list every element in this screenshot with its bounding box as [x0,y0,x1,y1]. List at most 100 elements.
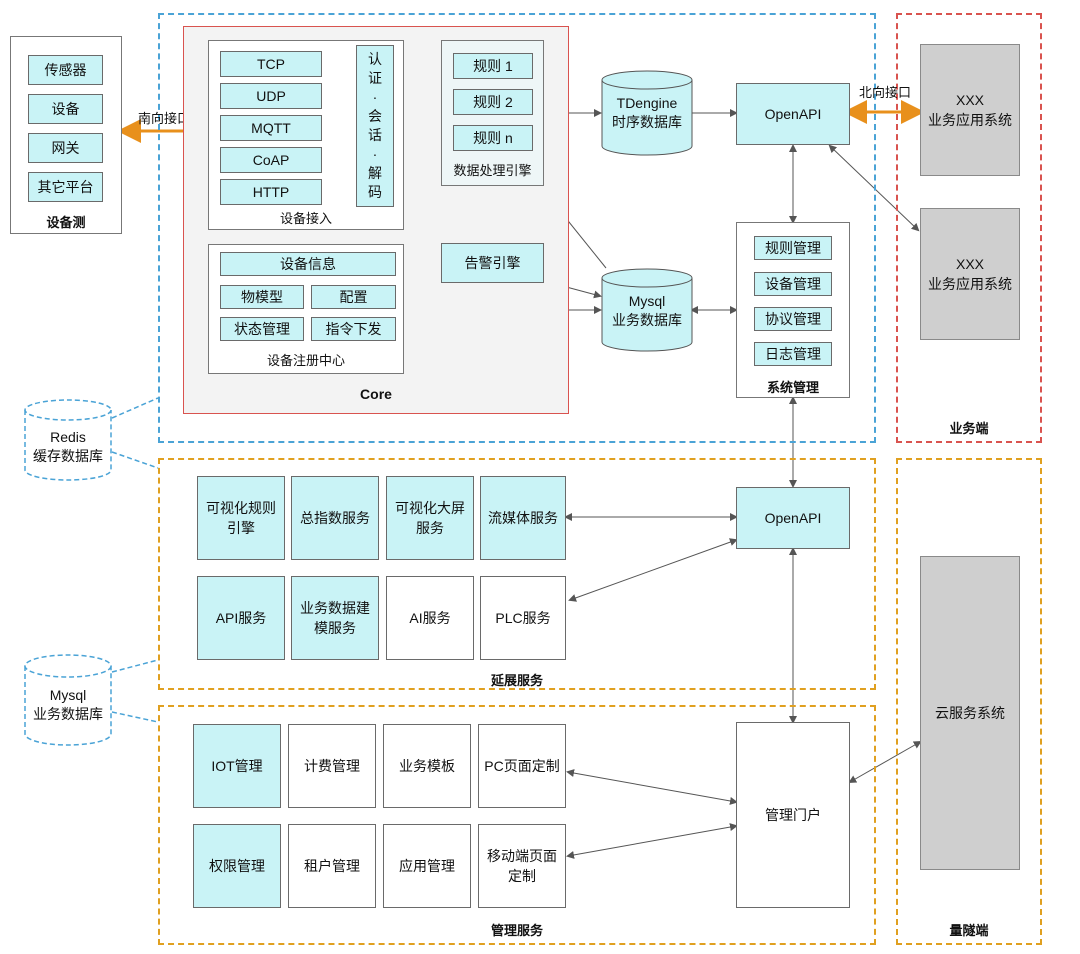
mgmt-mobile-page-custom: 移动端页面 定制 [478,824,566,908]
cloud-service-system: 云服务系统 [920,556,1020,870]
cloud-frame [896,458,1042,945]
registry-config: 配置 [311,285,396,309]
registry-thing-model: 物模型 [220,285,304,309]
ext-visual-rule-engine-l1: 可视化规则 [206,500,276,516]
biz-system-1-desc: 业务应用系统 [928,112,1012,128]
mobile-portal-arrow [566,823,738,859]
ext-total-index-service-l1: 总指数服务 [300,510,370,526]
registry-device-info: 设备信息 [220,252,396,276]
cloud-title: 量隧端 [949,923,989,938]
mgmt-iot-l1: IOT管理 [211,758,263,774]
redis-link-ext [111,451,159,469]
ext-data-modeling-service-l2: 模服务 [314,620,356,636]
biz-system-1-name: XXX [955,92,984,108]
ext-ai-service: AI服务 [386,576,474,660]
ext-big-screen-service: 可视化大屏 服务 [386,476,474,560]
mysql-side-link [111,659,159,673]
device-side-title: 设备测 [46,215,86,230]
ext-big-screen-service-l2: 服务 [416,520,444,536]
redis-name: Redis [50,429,86,445]
biz-system-2-desc: 业务应用系统 [928,276,1012,292]
auth-char: 解 [368,165,382,181]
mgmt-tenant-l1: 租户管理 [304,858,360,874]
mysql-label: Mysql 业务数据库 [600,292,694,330]
mysql-side-name: Mysql [49,687,87,703]
mysql-side-label: Mysql 业务数据库 [22,686,114,724]
mysql-name: Mysql [628,293,666,309]
tdengine-db-icon [601,70,693,156]
redis-db-icon [24,399,112,481]
device-item-other-platform: 其它平台 [28,172,103,202]
auth-char: 证 [368,70,382,86]
mysql-db-icon [601,268,693,352]
sysmgmt-rule-mgmt: 规则管理 [754,236,832,260]
plc-openapi-arrow [568,538,738,602]
ext-plc-service-l1: PLC服务 [495,610,551,626]
ext-visual-rule-engine: 可视化规则 引擎 [197,476,285,560]
sysmgmt-device-mgmt: 设备管理 [754,272,832,296]
redis-desc: 缓存数据库 [33,448,103,464]
mgmt-pc-page-custom-l1: PC页面定制 [484,758,560,774]
data-processing-engine-title: 数据处理引擎 [453,163,532,178]
ext-api-service: API服务 [197,576,285,660]
protocol-mqtt: MQTT [220,115,322,141]
protocol-udp: UDP [220,83,322,109]
ext-plc-service: PLC服务 [480,576,566,660]
mysql-desc: 业务数据库 [612,312,682,328]
openapi-top: OpenAPI [736,83,850,145]
protocol-tcp: TCP [220,51,322,77]
openapi-ext: OpenAPI [736,487,850,549]
mgmt-mobile-page-custom-l2: 定制 [508,868,536,884]
registry-status-mgmt: 状态管理 [220,317,304,341]
ext-streaming-service-l1: 流媒体服务 [488,510,558,526]
mgmt-billing: 计费管理 [288,724,376,808]
mgmt-permission-l1: 权限管理 [209,858,265,874]
biz-system-2: XXX 业务应用系统 [920,208,1020,340]
biz-system-1: XXX 业务应用系统 [920,44,1020,176]
sysmgmt-protocol-mgmt: 协议管理 [754,307,832,331]
biz-end-frame [896,13,1042,443]
auth-char: 会 [368,108,382,124]
device-access-title: 设备接入 [279,211,332,226]
ext-total-index-service: 总指数服务 [291,476,379,560]
biz-end-title: 业务端 [949,421,989,436]
redis-label: Redis 缓存数据库 [22,428,114,466]
mysql-side-link-mgmt [111,711,159,723]
auth-session-decode: 认 证 · 会 话 · 解 码 [356,45,394,207]
rule-n: 规则 n [453,125,533,151]
rule-2: 规则 2 [453,89,533,115]
mgmt-tenant: 租户管理 [288,824,376,908]
mysql-side-desc: 业务数据库 [33,706,103,722]
core-platform-frame [158,13,876,443]
mgmt-biz-template: 业务模板 [383,724,471,808]
auth-char: · [372,146,378,162]
mgmt-billing-l1: 计费管理 [304,758,360,774]
auth-char: · [372,89,378,105]
auth-char: 码 [368,184,382,200]
ext-visual-rule-engine-l2: 引擎 [227,520,255,536]
ext-services-title: 延展服务 [490,673,543,688]
ext-api-service-l1: API服务 [215,610,267,626]
tdengine-name: TDengine [616,95,678,111]
north-interface-label: 北向接口 [858,85,911,100]
registry-command-send: 指令下发 [311,317,396,341]
protocol-http: HTTP [220,179,322,205]
pc-portal-arrow [566,769,738,805]
tdengine-desc: 时序数据库 [612,114,682,130]
mysql-side-db-icon [24,654,112,746]
mgmt-iot: IOT管理 [193,724,281,808]
device-item-sensor: 传感器 [28,55,103,85]
mgmt-biz-template-l1: 业务模板 [399,758,455,774]
device-item-device: 设备 [28,94,103,124]
ext-streaming-service: 流媒体服务 [480,476,566,560]
ext-data-modeling-service-l1: 业务数据建 [300,600,370,616]
portal-cloud-arrow [848,741,922,783]
core-title: Core [360,386,392,402]
mgmt-app: 应用管理 [383,824,471,908]
sysmgmt-log-mgmt: 日志管理 [754,342,832,366]
mgmt-app-l1: 应用管理 [399,858,455,874]
mgmt-portal: 管理门户 [736,722,850,908]
ext-services-frame [158,458,876,690]
ext-data-modeling-service: 业务数据建 模服务 [291,576,379,660]
mgmt-mobile-page-custom-l1: 移动端页面 [487,848,557,864]
